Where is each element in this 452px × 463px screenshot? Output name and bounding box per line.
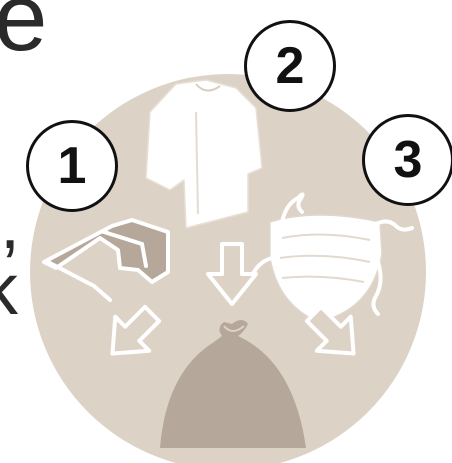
arrow-mask-to-bag (304, 304, 356, 356)
clipped-text-top: e (0, 0, 48, 71)
clipped-text-mid-3: k (0, 250, 18, 330)
step-badge-3: 3 (362, 114, 452, 206)
step-number-2: 2 (275, 37, 305, 95)
step-number-1: 1 (57, 137, 87, 195)
step-badge-2: 2 (244, 20, 336, 112)
gown-icon (145, 79, 263, 229)
arrow-gown-to-bag (206, 242, 258, 306)
goggles-icon (42, 218, 170, 302)
waste-bag-icon (160, 320, 306, 448)
arrow-goggles-to-bag (110, 304, 162, 356)
clipped-text-mid-2: , (0, 184, 21, 264)
step-number-3: 3 (393, 131, 423, 189)
step-badge-1: 1 (26, 120, 118, 212)
